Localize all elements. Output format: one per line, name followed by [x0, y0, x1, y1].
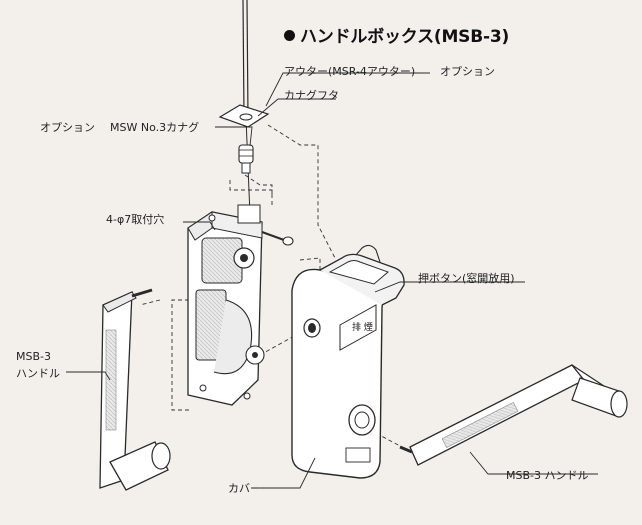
label-option-left: オプション: [40, 121, 95, 134]
left-handle: [99, 288, 171, 491]
cover-mark: 排 煙: [352, 321, 373, 333]
handle-mechanism: [187, 204, 265, 406]
dashed-guides: [139, 124, 403, 448]
cover-box: 排 煙: [291, 244, 405, 479]
lid-plate: [218, 104, 270, 128]
label-holes: 4-φ7取付穴: [106, 213, 165, 226]
label-swivel: MSW No.3カナグ: [110, 121, 200, 134]
mounting-screw: [261, 231, 294, 246]
right-handle: [399, 364, 628, 466]
label-option-top: オプション: [440, 65, 495, 78]
label-right-handle: MSB-3 ハンドル: [506, 469, 589, 482]
swivel-fitting: [238, 144, 254, 174]
label-push-button: 押ボタン(窓開放用): [418, 272, 515, 285]
label-left-handle-name: ハンドル: [16, 367, 60, 380]
label-cover: カバー: [228, 482, 261, 495]
leader-lines: [66, 72, 598, 489]
title-text: ハンドルボックス(MSB-3): [300, 27, 510, 47]
bullet-icon: [284, 30, 295, 41]
label-outer: アウター(MSR-4アウター): [284, 65, 416, 78]
label-left-handle-model: MSB-3: [16, 350, 51, 363]
label-lid: カナグフタ: [284, 89, 339, 102]
diagram-title: ハンドルボックス(MSB-3): [284, 22, 509, 47]
